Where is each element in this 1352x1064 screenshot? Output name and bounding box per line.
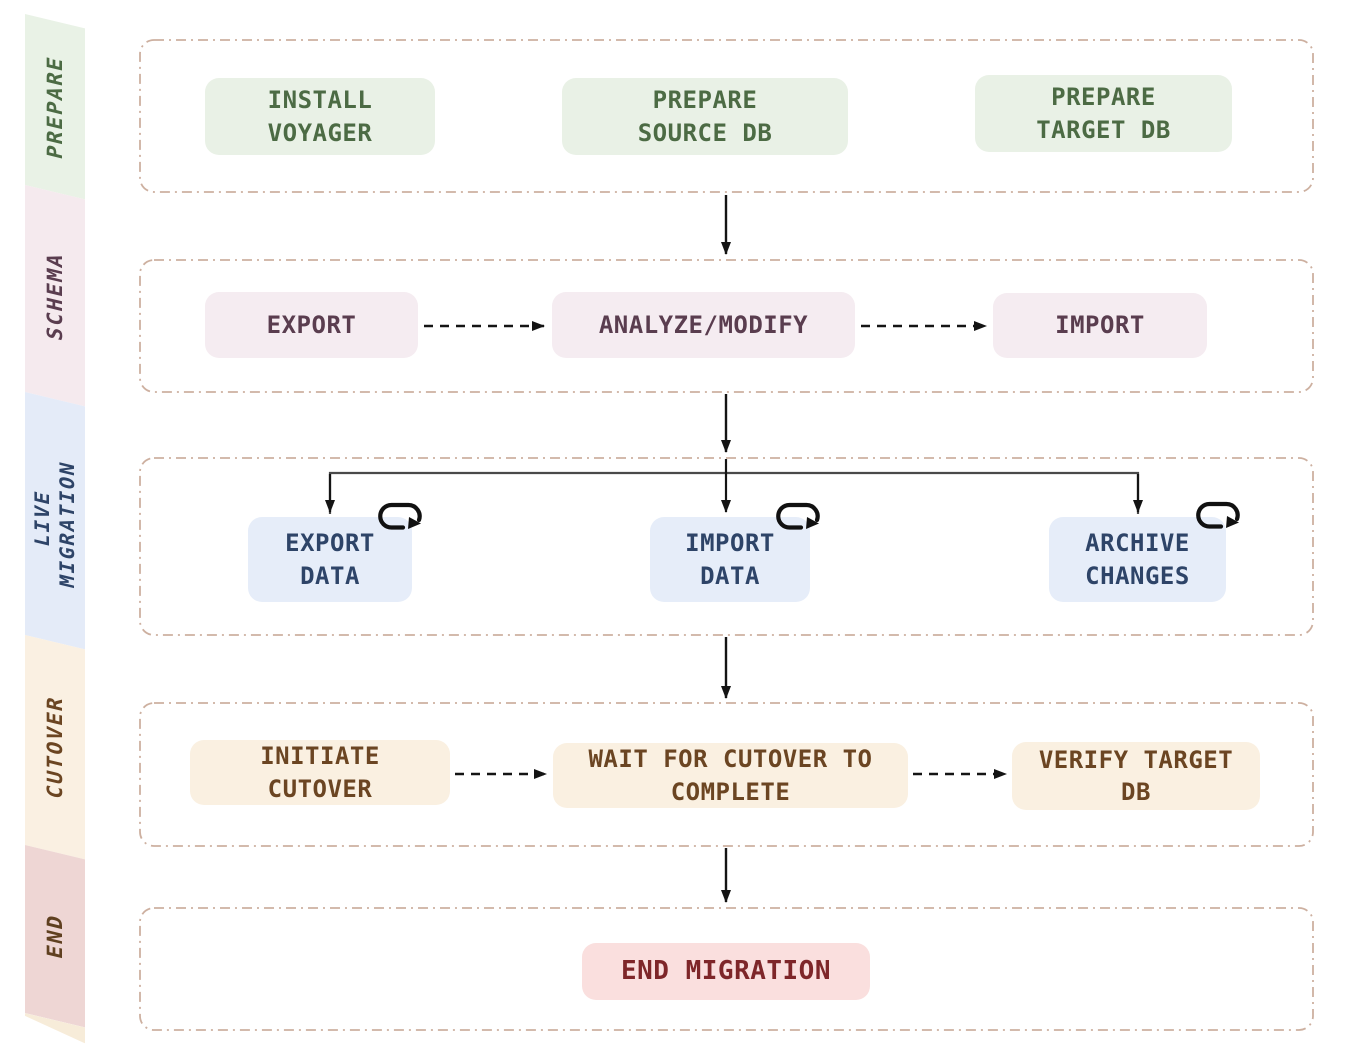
loop-arrow-icon (776, 502, 820, 530)
node-archive-changes: ARCHIVE CHANGES (1049, 517, 1226, 602)
row-border-live (139, 457, 1314, 636)
node-export: EXPORT (205, 292, 418, 358)
node-verify-target-db: VERIFY TARGET DB (1012, 742, 1260, 810)
ribbon-segment-prepare: PREPARE (25, 14, 85, 200)
node-import-data: IMPORT DATA (650, 517, 810, 602)
ribbon-label-live-migration: LIVE MIGRATION (30, 457, 79, 590)
row-border-cutover (139, 702, 1314, 847)
ribbon-segment-schema: SCHEMA (25, 185, 85, 407)
ribbon-segment-live-migration: LIVE MIGRATION (25, 392, 85, 650)
node-import: IMPORT (993, 293, 1207, 358)
ribbon-label-schema: SCHEMA (42, 248, 67, 343)
ribbon-segment-cutover: CUTOVER (25, 635, 85, 860)
loop-arrow-icon (1196, 501, 1240, 529)
node-wait-for-cutover: WAIT FOR CUTOVER TO COMPLETE (553, 743, 908, 808)
node-end-migration: END MIGRATION (582, 943, 870, 1000)
node-install-voyager: INSTALL VOYAGER (205, 78, 435, 155)
node-prepare-source-db: PREPARE SOURCE DB (562, 78, 848, 155)
ribbon-label-cutover: CUTOVER (42, 693, 67, 802)
loop-arrow-icon (378, 502, 422, 530)
row-border-end (139, 907, 1314, 1031)
ribbon-segment-end: END (25, 845, 85, 1028)
row-border-prepare (139, 39, 1314, 193)
node-analyze-modify: ANALYZE/MODIFY (552, 292, 855, 358)
phase-ribbon: PREPARE SCHEMA LIVE MIGRATION CUTOVER EN… (25, 14, 85, 1043)
ribbon-label-prepare: PREPARE (42, 52, 67, 161)
node-export-data: EXPORT DATA (248, 517, 412, 602)
node-prepare-target-db: PREPARE TARGET DB (975, 75, 1232, 152)
node-initiate-cutover: INITIATE CUTOVER (190, 740, 450, 805)
branch-line (328, 471, 1140, 514)
row-border-schema (139, 259, 1314, 393)
ribbon-label-end: END (42, 911, 67, 962)
